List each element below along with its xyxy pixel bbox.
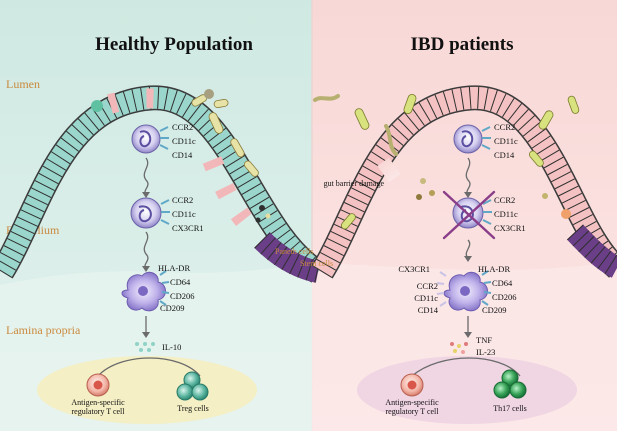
bacterium-round-healthy — [91, 100, 103, 112]
healthy-arrowhead-1 — [142, 192, 150, 198]
ibd-tcell-arrow — [411, 357, 521, 377]
healthy-arrow-2 — [143, 231, 149, 269]
stem-cells-label: Stem cells — [300, 259, 333, 268]
title-ibd: IBD patients — [411, 34, 514, 55]
label-lumen: Lumen — [6, 77, 40, 91]
healthy-tcell-zone — [37, 356, 257, 424]
healthy-trans-marker-1: CCR2 — [172, 195, 193, 205]
healthy-treg-source-line2: regulatory T cell — [71, 407, 125, 416]
ibd-macro-left-3: CD11c — [414, 293, 438, 303]
healthy-macro-marker-2: CD64 — [170, 277, 191, 287]
epithelium-layer — [0, 85, 617, 283]
ibd-macro-right-1: HLA-DR — [478, 264, 510, 274]
ibd-arrowhead-1 — [464, 192, 472, 198]
ibd-arrowhead-2 — [464, 256, 472, 262]
healthy-macrophage — [121, 270, 170, 312]
ibd-mono-marker-3: CD14 — [494, 150, 515, 160]
healthy-treg-label: Treg cells — [177, 404, 208, 413]
healthy-transitional-cell — [130, 197, 170, 229]
ibd-trans-marker-1: CCR2 — [494, 195, 515, 205]
ibd-trans-marker-2: CD11c — [494, 209, 518, 219]
ibd-macro-right-4: CD209 — [482, 305, 507, 315]
ibd-macro-right-3: CD206 — [492, 292, 517, 302]
ibd-macro-left-2: CCR2 — [417, 281, 438, 291]
healthy-macro-marker-1: HLA-DR — [158, 263, 190, 273]
healthy-trans-marker-3: CX3CR1 — [172, 223, 204, 233]
healthy-arrowhead-3 — [142, 332, 150, 338]
bacteria-healthy — [191, 94, 259, 177]
ibd-tcell-zone — [357, 356, 577, 424]
ibd-macrophage — [436, 270, 492, 312]
bacterium-curved-ibd-2 — [384, 124, 398, 156]
healthy-trans-marker-2: CD11c — [172, 209, 196, 219]
healthy-treg-cluster — [176, 371, 209, 401]
bacterium-curved-ibd — [313, 94, 340, 102]
healthy-macro-marker-4: CD209 — [160, 303, 185, 313]
healthy-arrow-1 — [143, 157, 149, 195]
ibd-monocyte — [453, 124, 491, 154]
gut-barrier-label: gut barrier damage — [324, 179, 385, 188]
ibd-macro-left-1: CX3CR1 — [398, 264, 430, 274]
healthy-macro-marker-3: CD206 — [170, 291, 195, 301]
ibd-regulatory-tcell — [400, 373, 424, 397]
healthy-tcell-arrow — [97, 357, 201, 377]
title-healthy: Healthy Population — [95, 34, 253, 55]
ibd-arrow-1 — [465, 157, 471, 195]
healthy-mono-marker-3: CD14 — [172, 150, 193, 160]
ibd-mono-marker-2: CD11c — [494, 136, 518, 146]
healthy-regulatory-tcell — [86, 373, 110, 397]
ibd-cytokine-dots — [450, 342, 468, 354]
ibd-arrowhead-3 — [464, 332, 472, 338]
healthy-arrowhead-2 — [142, 266, 150, 272]
healthy-monocyte — [131, 124, 169, 154]
label-lamina-propria: Lamina propria — [6, 323, 81, 337]
antigen-particles — [255, 178, 571, 223]
paneth-cells-label: Paneth cells — [275, 247, 313, 256]
ibd-macro-left-4: CD14 — [418, 305, 439, 315]
healthy-mono-marker-2: CD11c — [172, 136, 196, 146]
blocked-cross-icon — [442, 190, 496, 240]
ibd-cytokine-1: TNF — [476, 335, 492, 345]
ibd-cytokine-2: IL-23 — [476, 347, 495, 357]
il10-cytokine-dots — [135, 342, 155, 352]
ibd-th17-source-line1: Antigen-specific — [385, 398, 439, 407]
bacterium-round-healthy-2 — [204, 89, 214, 99]
ibd-macro-right-2: CD64 — [492, 278, 513, 288]
healthy-treg-source-line1: Antigen-specific — [71, 398, 125, 407]
healthy-cytokine: IL-10 — [162, 342, 181, 352]
ibd-mono-marker-1: CCR2 — [494, 122, 515, 132]
ibd-th17-source-line2: regulatory T cell — [385, 407, 439, 416]
ibd-th17-cluster — [493, 369, 527, 399]
ibd-trans-marker-3: CX3CR1 — [494, 223, 526, 233]
healthy-mono-marker-1: CCR2 — [172, 122, 193, 132]
bacteria-ibd — [340, 93, 580, 230]
ibd-th17-label: Th17 cells — [493, 404, 527, 413]
